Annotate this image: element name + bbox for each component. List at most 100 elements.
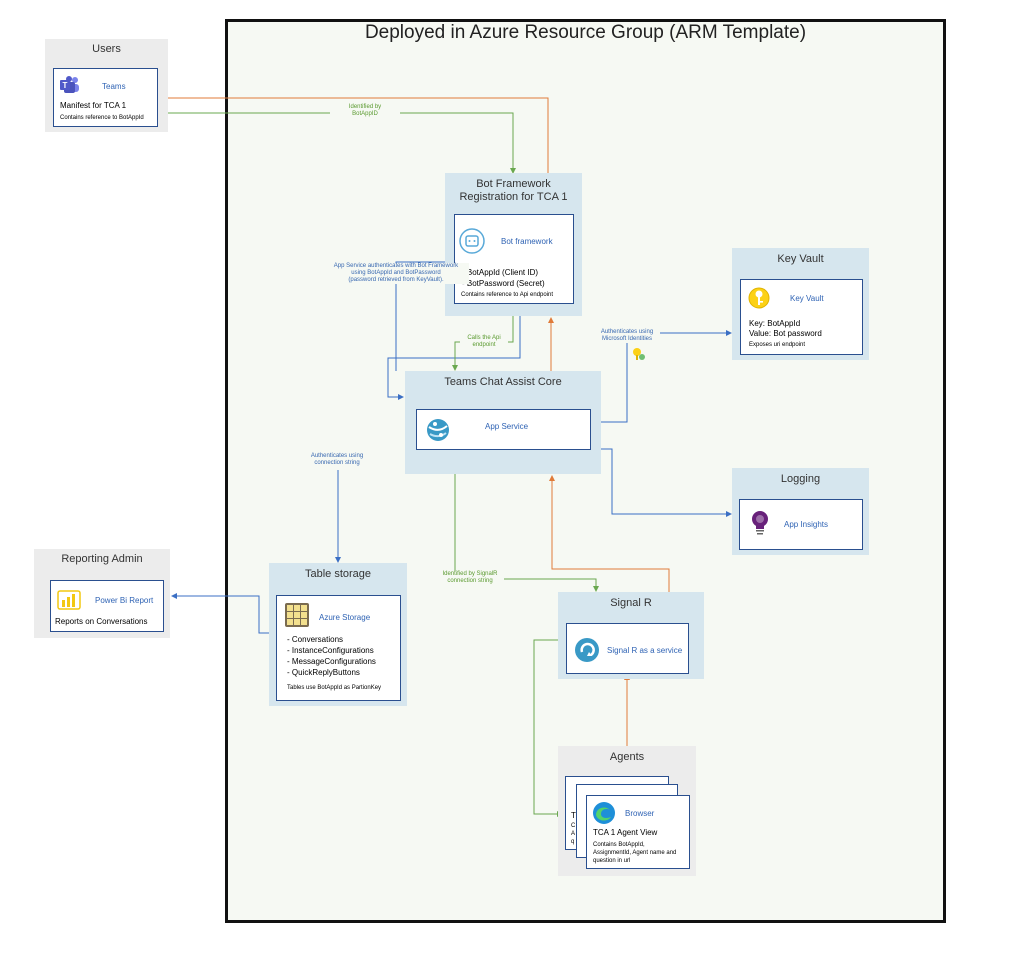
agent-view-title: TCA 1 Agent View [593,828,658,837]
bot-framework-card: Bot framework - BotAppId (Client ID) - B… [454,214,574,304]
label-ms-auth-line1: Authenticates using [600,329,654,335]
users-group: Users T Teams Manifest for TCA 1 Contain… [45,39,168,132]
agents-group: Agents T C A q Browser TCA 1 Agent View … [558,746,696,876]
bot-appid-text: - BotAppId (Client ID) [462,268,539,277]
logging-group-title: Logging [780,473,821,485]
users-group-title: Users [92,43,121,55]
label-signalr-identified: Identified by SignalR connection string [436,571,504,585]
agent-back-card-text-fragment: A [571,831,576,837]
connector-bot-to-core [387,316,521,400]
bot-icon [459,228,485,254]
label-identified-by-line2: BotAppID [352,111,378,117]
connector-core-auth-bot [395,259,455,371]
bot-group-title-line1: Bot Framework [476,178,551,190]
key-vault-card-title: Key Vault [790,294,824,303]
lightbulb-icon [752,511,768,535]
storage-table-item: - InstanceConfigurations [287,646,374,655]
agent-back-card-title-fragment: T [571,811,576,820]
app-insights-card-title: App Insights [784,520,829,529]
app-insights-card: App Insights [739,499,863,550]
label-conn-auth-line2: connection string [314,460,360,466]
label-app-auth-line3: (password retrieved from KeyVault). [348,277,444,283]
azure-storage-card-title: Azure Storage [319,613,371,622]
connector-storage-to-reporting [171,593,276,634]
managed-identity-icon [633,348,645,360]
storage-table-item: - Conversations [287,635,344,644]
logging-group: Logging App Insights [732,468,869,555]
label-identified-by-line1: Identified by [348,104,382,110]
signal-r-card-title: Signal R as a service [607,646,683,655]
label-signalr-id-line1: Identified by SignalR [442,571,498,577]
bot-reference-text: Contains reference to Api endpoint [461,292,554,298]
agents-group-title: Agents [609,751,645,763]
agent-back-card-text-fragment: C [571,823,576,829]
key-vault-value-text: Value: Bot password [749,329,822,338]
agent-view-text: Contains BotAppId, [593,842,645,848]
label-calls-api-line1: Calls the Api [467,335,501,341]
key-vault-card: Key Vault Key: BotAppId Value: Bot passw… [740,279,863,355]
key-icon [748,287,770,309]
signalr-icon [575,638,599,662]
bot-card-title: Bot framework [501,237,553,246]
signal-r-group: Signal R Signal R as a service [558,592,704,679]
edge-browser-icon [593,802,615,824]
label-app-auth-line1: App Service authenticates with Bot Frame… [333,263,459,269]
agent-back-card-text-fragment: q [571,839,575,845]
power-bi-icon [57,590,81,610]
reporting-admin-group-title: Reporting Admin [61,553,143,565]
label-calls-api-line2: endpoint [472,342,496,348]
resource-group-title: Deployed in Azure Resource Group (ARM Te… [364,22,807,43]
signal-r-group-title: Signal R [610,597,652,609]
agent-view-text: AssignmentId, Agent name and [593,850,677,856]
storage-table-item: - MessageConfigurations [287,657,376,666]
teams-card-title: Teams [102,82,126,91]
connector-signalr-to-agents [533,639,566,817]
app-service-card: App Service [416,409,591,450]
connector-core-to-signalr [454,474,599,592]
storage-icon [285,603,309,627]
teams-icon: T [60,76,79,93]
agent-view-card: Browser TCA 1 Agent View Contains BotApp… [586,795,690,869]
agent-view-text: question in url [593,858,631,864]
connector-bot-to-teams [158,95,549,173]
power-bi-card-title: Power Bi Report [95,596,154,605]
label-signalr-id-line2: connection string [447,578,493,584]
bot-group-title-line2: Registration for TCA 1 [459,191,568,203]
label-calls-api: Calls the Api endpoint [460,335,508,349]
app-service-icon [427,419,449,441]
label-conn-auth-line1: Authenticates using [310,453,364,459]
connector-signalr-to-core [549,475,670,592]
label-ms-auth-line2: Microsoft Identities [601,336,653,342]
core-group: Teams Chat Assist Core App Service [405,371,601,474]
key-vault-endpoint-text: Exposes uri endpoint [749,342,806,348]
bot-password-text: - BotPassword (Secret) [462,279,545,288]
label-identified-by-botappid: Identified by BotAppID [330,104,400,118]
power-bi-card: Power Bi Report Reports on Conversations [50,580,164,632]
label-app-auth-line2: using BotAppId and BotPassword [351,270,441,276]
azure-storage-card: Azure Storage - Conversations - Instance… [276,595,401,701]
teams-card: T Teams Manifest for TCA 1 Contains refe… [53,68,158,127]
reporting-admin-group: Reporting Admin Power Bi Report Reports … [34,549,170,638]
label-ms-identity-auth: Authenticates using Microsoft Identities [594,329,660,343]
connector-teams-to-bot [157,112,516,174]
table-storage-group: Table storage Azure Storage - Conversati… [269,563,407,706]
key-vault-group-title: Key Vault [777,253,824,265]
svg-text:T: T [63,81,68,90]
key-vault-key-text: Key: BotAppId [749,319,801,328]
browser-card-title: Browser [625,809,655,818]
storage-table-item: - QuickReplyButtons [287,668,360,677]
teams-reference-text: Contains reference to BotAppId [60,115,144,121]
teams-manifest-text: Manifest for TCA 1 [60,101,127,110]
storage-partition-note: Tables use BotAppId as PartionKey [287,685,382,691]
table-storage-group-title: Table storage [304,568,372,580]
core-group-title: Teams Chat Assist Core [444,376,562,388]
label-connection-string-auth: Authenticates using connection string [304,453,370,467]
label-app-service-auth: App Service authenticates with Bot Frame… [323,263,469,284]
app-service-card-title: App Service [485,422,529,431]
connector-core-to-keyvault [600,330,732,423]
power-bi-reports-text: Reports on Conversations [55,617,148,626]
bot-framework-group: Bot Framework Registration for TCA 1 Bot… [445,173,582,316]
signal-r-card: Signal R as a service [566,623,689,674]
key-vault-group: Key Vault Key Vault Key: BotAppId Value:… [732,248,869,360]
